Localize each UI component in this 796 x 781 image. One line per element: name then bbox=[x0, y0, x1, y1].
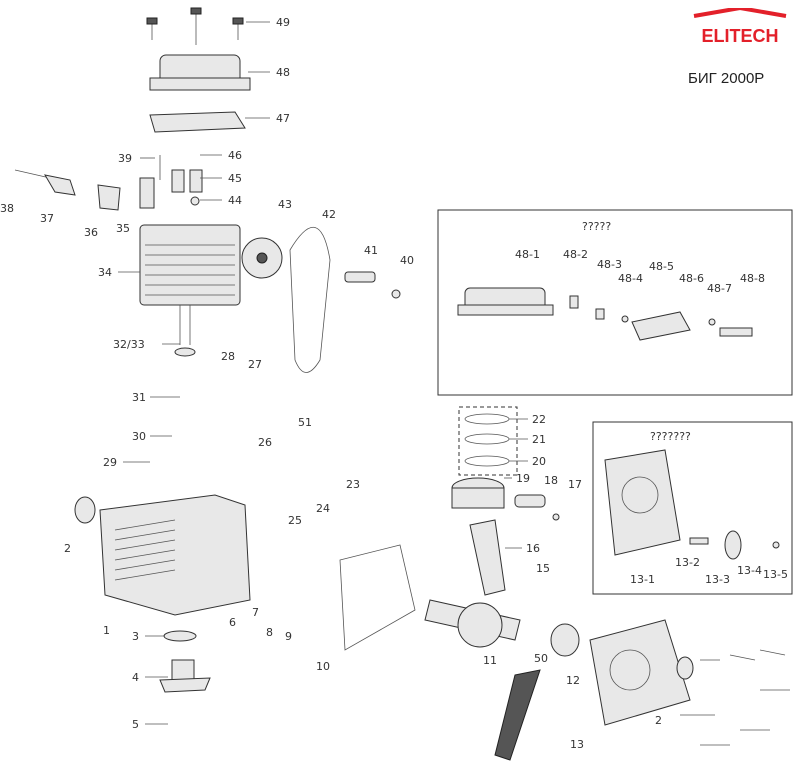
callout-37: 37 bbox=[40, 212, 54, 225]
callout-13-1: 13-1 bbox=[630, 573, 655, 586]
callout-22: 22 bbox=[532, 413, 546, 426]
callout-18: 18 bbox=[544, 474, 558, 487]
model-name: БИГ 2000Р bbox=[688, 70, 765, 87]
valve-train bbox=[14, 155, 203, 211]
callout-48-2: 48-2 bbox=[563, 248, 588, 261]
callout-28: 28 bbox=[221, 350, 235, 363]
cover-bolts bbox=[680, 649, 790, 746]
callout-3: 3 bbox=[132, 630, 139, 643]
callout-9: 9 bbox=[285, 630, 292, 643]
valve-cover-inset-frame bbox=[437, 209, 793, 396]
callout-21: 21 bbox=[532, 433, 546, 446]
callout-49: 49 bbox=[276, 16, 290, 29]
callout-24: 24 bbox=[316, 502, 330, 515]
callout-48-6: 48-6 bbox=[679, 272, 704, 285]
callout-35: 35 bbox=[116, 222, 130, 235]
callout-51: 51 bbox=[298, 416, 312, 429]
callout-36: 36 bbox=[84, 226, 98, 239]
callout-38: 38 bbox=[0, 202, 14, 215]
callout-48-8: 48-8 bbox=[740, 272, 765, 285]
callout-44: 44 bbox=[228, 194, 242, 207]
callout-46: 46 bbox=[228, 149, 242, 162]
callout-13-3: 13-3 bbox=[705, 573, 730, 586]
callout-2a: 2 bbox=[64, 542, 71, 555]
callout-48-3: 48-3 bbox=[597, 258, 622, 271]
callout-43: 43 bbox=[278, 198, 292, 211]
callout-34: 34 bbox=[98, 266, 112, 279]
callout-31: 31 bbox=[132, 391, 146, 404]
callout-29: 29 bbox=[103, 456, 117, 469]
callout-40: 40 bbox=[400, 254, 414, 267]
callout-48-1: 48-1 bbox=[515, 248, 540, 261]
callout-23: 23 bbox=[346, 478, 360, 491]
callout-1: 1 bbox=[103, 624, 110, 637]
callout-16: 16 bbox=[526, 542, 540, 555]
brand-name: ELITECH bbox=[701, 26, 778, 46]
valve-cover-inset-title: ????? bbox=[582, 220, 611, 233]
callout-labels: 49 48 47 46 45 44 39 38 37 36 35 34 32/3… bbox=[0, 16, 788, 751]
crankcase-gasket bbox=[339, 544, 416, 651]
callout-13-2: 13-2 bbox=[675, 556, 700, 569]
callout-41: 41 bbox=[364, 244, 378, 257]
callout-25: 25 bbox=[288, 514, 302, 527]
cylinder-head bbox=[139, 224, 241, 357]
callout-11: 11 bbox=[483, 654, 497, 667]
crankcase-cover-inset-title: ??????? bbox=[650, 430, 691, 443]
callout-48-7: 48-7 bbox=[707, 282, 732, 295]
crankcase bbox=[74, 494, 251, 693]
callout-26: 26 bbox=[258, 436, 272, 449]
callout-45: 45 bbox=[228, 172, 242, 185]
callout-10: 10 bbox=[316, 660, 330, 673]
crankcase-side-cover bbox=[589, 619, 694, 726]
piston-crank-assembly bbox=[424, 477, 580, 761]
callout-50: 50 bbox=[534, 652, 548, 665]
callout-48-4: 48-4 bbox=[618, 272, 643, 285]
callout-15: 15 bbox=[536, 562, 550, 575]
callout-19: 19 bbox=[516, 472, 530, 485]
callout-13-4: 13-4 bbox=[737, 564, 762, 577]
inset-cover-parts bbox=[604, 449, 780, 560]
callout-30: 30 bbox=[132, 430, 146, 443]
timing-chain bbox=[241, 227, 401, 373]
callout-13-5: 13-5 bbox=[763, 568, 788, 581]
crankcase-cover-inset-frame bbox=[592, 421, 793, 595]
callout-4: 4 bbox=[132, 671, 139, 684]
callout-48: 48 bbox=[276, 66, 290, 79]
callout-47: 47 bbox=[276, 112, 290, 125]
callout-12: 12 bbox=[566, 674, 580, 687]
breather-parts bbox=[457, 287, 753, 341]
callout-48-5: 48-5 bbox=[649, 260, 674, 273]
callout-17: 17 bbox=[568, 478, 582, 491]
callout-8: 8 bbox=[266, 626, 273, 639]
callout-7: 7 bbox=[252, 606, 259, 619]
callout-20: 20 bbox=[532, 455, 546, 468]
callout-42: 42 bbox=[322, 208, 336, 221]
valve-cover-assembly bbox=[146, 7, 251, 133]
piston-ring-set bbox=[458, 406, 518, 476]
callout-27: 27 bbox=[248, 358, 262, 371]
callout-13: 13 bbox=[570, 738, 584, 751]
callout-2b: 2 bbox=[655, 714, 662, 727]
elitech-logo: ELITECH bbox=[693, 8, 787, 46]
callout-32-33: 32/33 bbox=[113, 338, 145, 351]
callout-6: 6 bbox=[229, 616, 236, 629]
callout-39: 39 bbox=[118, 152, 132, 165]
callout-5: 5 bbox=[132, 718, 139, 731]
